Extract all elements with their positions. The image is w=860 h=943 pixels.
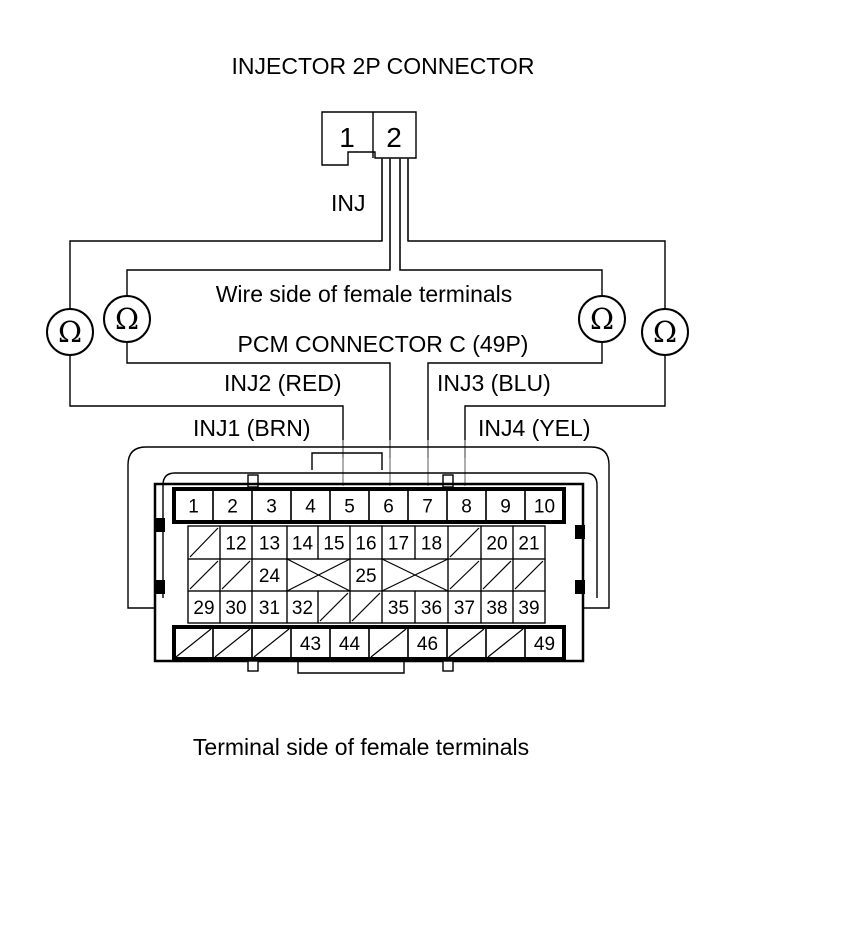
- pcm-unused-terminal: [449, 560, 480, 590]
- ohm-icon: Ω: [653, 315, 677, 349]
- pcm-terminal-number: 1: [188, 497, 199, 518]
- ohmmeter-inj1: Ω: [46, 308, 94, 356]
- ohmmeter-inj4: Ω: [641, 308, 689, 356]
- pcm-terminal-cell: [524, 488, 565, 523]
- pcm-unused-terminal: [449, 527, 480, 558]
- pcm-unused-terminal: [448, 628, 485, 658]
- title: INJECTOR 2P CONNECTOR: [232, 53, 535, 79]
- pcm-terminal-number: 6: [383, 497, 394, 518]
- pcm-terminal-number: 8: [461, 497, 472, 518]
- injector-pin-1: 1: [339, 122, 355, 153]
- pcm-terminal-number: 10: [534, 497, 555, 518]
- pcm-terminal-number: 3: [266, 497, 277, 518]
- pcm-terminal-number: 35: [388, 598, 409, 619]
- pcm-unused-terminal: [482, 560, 512, 590]
- pcm-unused-terminal: [370, 628, 407, 658]
- ohm-icon: Ω: [115, 302, 139, 336]
- pcm-blank-cross: [286, 558, 351, 592]
- pcm-terminal-number: 2: [227, 497, 238, 518]
- probe-label-inj1: INJ1 (BRN): [193, 415, 311, 441]
- pcm-blank-cross: [381, 558, 449, 592]
- pcm-terminal-number: 21: [518, 534, 539, 555]
- pcm-terminal-cell: [512, 590, 546, 624]
- pcm-terminal-number: 7: [422, 497, 433, 518]
- ohmmeter-inj2: Ω: [103, 295, 151, 343]
- injector-pin-2: 2: [386, 122, 402, 153]
- pcm-unused-terminal: [487, 628, 524, 658]
- pcm-terminal-number: 32: [292, 598, 313, 619]
- pcm-terminal-number: 16: [355, 534, 376, 555]
- pcm-unused-terminal: [214, 628, 251, 658]
- pcm-terminal-number: 37: [454, 598, 475, 619]
- pcm-terminal-number: 5: [344, 497, 355, 518]
- pcm-terminal-number: 4: [305, 497, 316, 518]
- pcm-terminal-number: 20: [486, 534, 507, 555]
- pcm-terminal-number: 43: [300, 634, 321, 655]
- pcm-unused-terminal: [175, 628, 212, 658]
- ohmmeter-inj3: Ω: [578, 295, 626, 343]
- pcm-terminal-number: 9: [500, 497, 511, 518]
- pcm-terminal-number: 25: [355, 566, 376, 587]
- wire-side-label: Wire side of female terminals: [216, 281, 513, 307]
- probe-label-inj3: INJ3 (BLU): [437, 370, 551, 396]
- pcm-terminal-number: 18: [421, 534, 442, 555]
- terminal-side-label: Terminal side of female terminals: [193, 734, 529, 760]
- pcm-unused-terminal: [351, 592, 381, 622]
- pcm-terminal-number: 24: [259, 566, 281, 587]
- pcm-terminal-number: 49: [534, 634, 555, 655]
- pcm-terminal-number: 38: [486, 598, 507, 619]
- pcm-terminal-number: 12: [225, 534, 246, 555]
- pcm-terminal-number: 14: [292, 534, 314, 555]
- pcm-terminal-number: 13: [259, 534, 280, 555]
- pcm-unused-terminal: [189, 560, 219, 590]
- pcm-unused-terminal: [189, 527, 219, 558]
- ohm-icon: Ω: [590, 302, 614, 336]
- pcm-terminal-number: 15: [323, 534, 344, 555]
- pcm-unused-terminal: [514, 560, 544, 590]
- pcm-terminal-number: 31: [259, 598, 280, 619]
- pcm-terminal-number: 46: [417, 634, 438, 655]
- pcm-terminal-number: 17: [388, 534, 409, 555]
- pcm-terminal-number: 39: [518, 598, 539, 619]
- pcm-unused-terminal: [221, 560, 251, 590]
- injector-wire-label: INJ: [331, 190, 366, 216]
- probe-label-inj2: INJ2 (RED): [224, 370, 342, 396]
- injector-connector: 1 2 INJ: [321, 111, 417, 270]
- pcm-terminal-number: 30: [225, 598, 246, 619]
- pcm-terminal-number: 29: [193, 598, 214, 619]
- pcm-terminal-number: 44: [339, 634, 361, 655]
- ohm-icon: Ω: [58, 315, 82, 349]
- pcm-unused-terminal: [253, 628, 290, 658]
- pcm-connector-label: PCM CONNECTOR C (49P): [238, 331, 529, 357]
- probe-label-inj4: INJ4 (YEL): [478, 415, 590, 441]
- pcm-terminal-number: 36: [421, 598, 442, 619]
- pcm-terminal-cell: [524, 626, 565, 660]
- pcm-unused-terminal: [319, 592, 349, 622]
